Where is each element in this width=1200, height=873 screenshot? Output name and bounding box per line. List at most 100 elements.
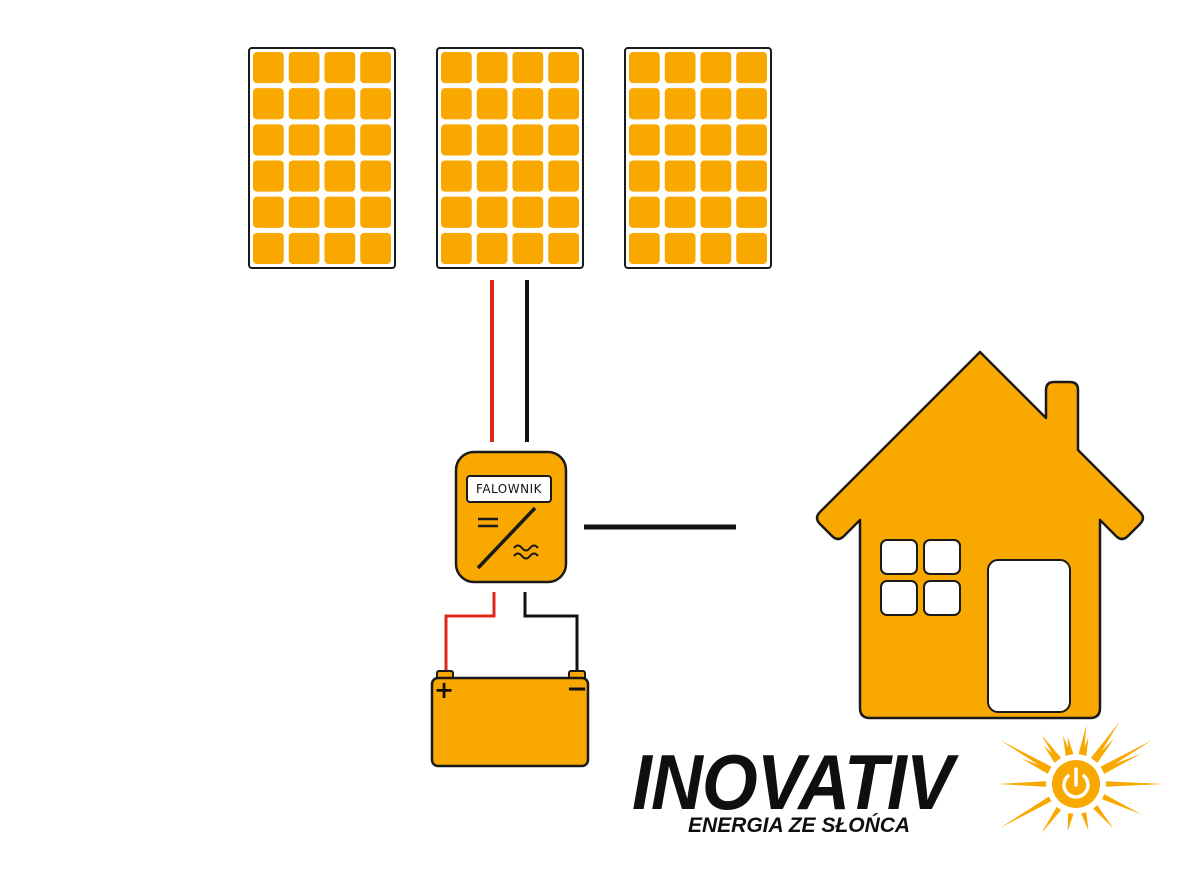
wire-negative-battery bbox=[523, 592, 579, 676]
solar-panel-frame bbox=[436, 47, 584, 269]
solar-cell bbox=[476, 124, 508, 156]
solar-cell bbox=[736, 52, 767, 84]
ac-symbol-line bbox=[513, 552, 539, 560]
solar-cell bbox=[253, 52, 284, 84]
solar-cell bbox=[736, 124, 767, 156]
solar-cell bbox=[441, 160, 472, 192]
battery-icon: + − bbox=[430, 670, 590, 768]
sun-ray bbox=[998, 781, 1047, 787]
solar-cell bbox=[253, 124, 284, 156]
solar-cell bbox=[288, 88, 320, 120]
solar-cell bbox=[360, 88, 391, 120]
solar-cell bbox=[476, 160, 508, 192]
solar-cell bbox=[664, 160, 696, 192]
solar-cell bbox=[512, 88, 544, 120]
sun-ray bbox=[1067, 812, 1074, 832]
solar-cell bbox=[736, 160, 767, 192]
solar-panels bbox=[248, 47, 772, 269]
house-body bbox=[815, 350, 1145, 720]
sun-ray bbox=[1041, 806, 1062, 834]
solar-cell bbox=[700, 160, 732, 192]
house-icon bbox=[815, 350, 1145, 720]
sun-ray bbox=[1093, 738, 1115, 763]
solar-cell bbox=[548, 196, 579, 228]
sun-ray bbox=[1043, 745, 1059, 763]
solar-cell bbox=[476, 88, 508, 120]
inverter-body bbox=[454, 450, 568, 584]
house-window-pane bbox=[880, 580, 918, 616]
solar-panel-icon bbox=[436, 47, 584, 269]
solar-cell bbox=[288, 52, 320, 84]
solar-cell bbox=[324, 196, 356, 228]
brand-name: INOVATIV bbox=[632, 738, 954, 826]
solar-cell bbox=[700, 232, 732, 264]
solar-cell bbox=[288, 232, 320, 264]
solar-cell bbox=[629, 232, 660, 264]
solar-cell bbox=[664, 88, 696, 120]
solar-cell bbox=[664, 232, 696, 264]
solar-cell bbox=[700, 196, 732, 228]
sun-ray bbox=[1090, 721, 1120, 762]
solar-cell bbox=[512, 160, 544, 192]
solar-cell bbox=[441, 88, 472, 120]
solar-cell bbox=[324, 52, 356, 84]
solar-cell bbox=[288, 124, 320, 156]
solar-cell bbox=[629, 52, 660, 84]
solar-cell bbox=[253, 232, 284, 264]
solar-cell bbox=[253, 196, 284, 228]
solar-cell bbox=[700, 88, 732, 120]
battery-body bbox=[430, 676, 590, 768]
sun-ray bbox=[1041, 734, 1062, 762]
inverter-icon bbox=[454, 450, 568, 584]
house-window-pane bbox=[880, 539, 918, 575]
sun-ray bbox=[999, 796, 1052, 828]
solar-cell bbox=[324, 124, 356, 156]
brand-logo: INOVATIV ENERGIA ZE SŁOŃCA bbox=[632, 742, 1172, 852]
solar-panel-frame bbox=[624, 47, 772, 269]
wire-positive-battery bbox=[444, 592, 496, 676]
solar-cell bbox=[664, 52, 696, 84]
solar-cell bbox=[548, 88, 579, 120]
solar-cell bbox=[736, 88, 767, 120]
solar-cell bbox=[736, 196, 767, 228]
solar-cell bbox=[441, 124, 472, 156]
ac-symbol bbox=[513, 544, 539, 552]
sun-ray bbox=[1063, 735, 1071, 756]
solar-cell bbox=[629, 124, 660, 156]
solar-cell bbox=[664, 124, 696, 156]
sun-ray bbox=[1021, 758, 1051, 774]
solar-cell bbox=[441, 232, 472, 264]
solar-cell bbox=[476, 52, 508, 84]
brand-tagline: ENERGIA ZE SŁOŃCA bbox=[688, 814, 911, 837]
solar-cell bbox=[324, 232, 356, 264]
solar-panel-frame bbox=[248, 47, 396, 269]
solar-cell bbox=[512, 52, 544, 84]
solar-cell bbox=[476, 196, 508, 228]
sun-rays bbox=[998, 721, 1164, 834]
solar-cell bbox=[512, 232, 544, 264]
solar-cell bbox=[700, 124, 732, 156]
solar-cell bbox=[548, 232, 579, 264]
sun-ray bbox=[1105, 781, 1164, 787]
solar-cell bbox=[324, 160, 356, 192]
solar-cell bbox=[288, 196, 320, 228]
solar-cell bbox=[360, 196, 391, 228]
house-window-pane bbox=[923, 580, 961, 616]
solar-cell bbox=[664, 196, 696, 228]
sun-ray bbox=[1081, 812, 1089, 831]
sun-ray bbox=[1078, 724, 1087, 756]
solar-cell bbox=[700, 52, 732, 84]
sun-ray bbox=[1093, 805, 1114, 829]
solar-cell bbox=[548, 124, 579, 156]
solar-cell bbox=[629, 196, 660, 228]
solar-cell bbox=[736, 232, 767, 264]
solar-cell bbox=[441, 52, 472, 84]
solar-cell bbox=[441, 196, 472, 228]
solar-cell bbox=[360, 124, 391, 156]
solar-cell bbox=[629, 88, 660, 120]
solar-cell bbox=[512, 124, 544, 156]
sun-ray bbox=[1101, 794, 1142, 815]
solar-cell bbox=[548, 160, 579, 192]
sun-ray bbox=[1101, 753, 1142, 774]
solar-cell bbox=[548, 52, 579, 84]
